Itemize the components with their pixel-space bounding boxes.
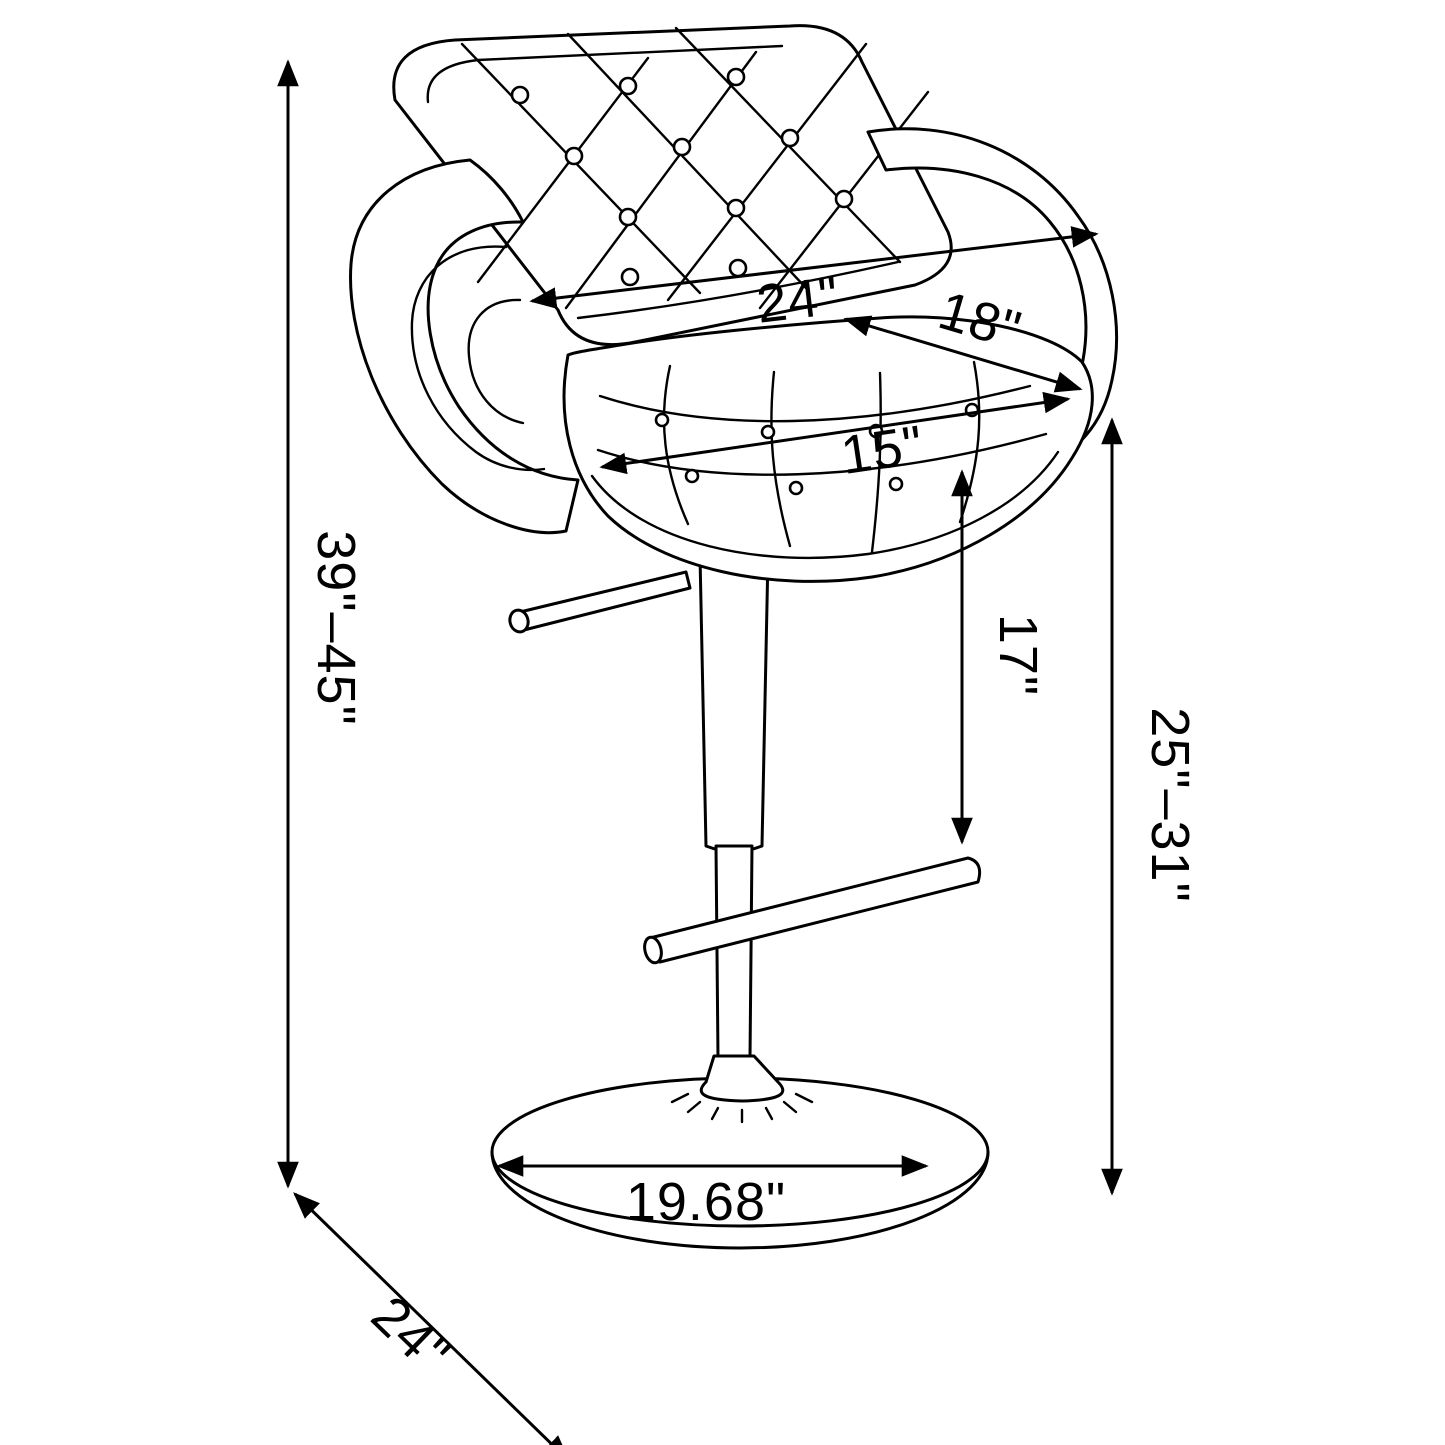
dim-label-seat-to-footrest: 17" <box>988 614 1048 696</box>
left-armrest <box>349 158 580 535</box>
dimension-seat-to-footrest: 17" <box>951 469 1048 845</box>
dim-label-base-diameter: 19.68" <box>626 1172 786 1232</box>
dimension-seat-width: 15" <box>599 391 1071 486</box>
pedestal-column <box>698 551 770 1060</box>
column-foot-flare <box>699 1054 785 1103</box>
column-lower <box>714 844 754 1060</box>
dim-label-seat-width: 15" <box>837 414 927 485</box>
footrest-end-cap <box>643 935 663 965</box>
base-hatch-marks <box>670 1092 814 1124</box>
dim-arrow-seat-depth <box>843 315 1083 393</box>
dimension-overall-depth: 24" <box>293 1192 570 1445</box>
seat-rim <box>590 450 1060 560</box>
column-upper <box>698 551 770 853</box>
dim-label-overall-height: 39"–45" <box>306 530 366 726</box>
dim-label-seat-height: 25"–31" <box>1140 707 1200 903</box>
lever-bar <box>518 570 692 632</box>
footrest-bar <box>646 856 982 964</box>
footrest <box>643 856 982 965</box>
dim-arrow-back-width <box>529 226 1099 309</box>
lever-tip <box>508 608 530 634</box>
dimension-back-width: 24" <box>529 226 1099 335</box>
seat-outline <box>562 315 1094 583</box>
dim-arrow-overall-depth <box>293 1192 570 1445</box>
dim-label-back-width: 24" <box>754 266 843 335</box>
left-armrest-outline <box>349 158 580 535</box>
seat <box>562 315 1094 583</box>
dimension-overall-height: 39"–45" <box>277 59 366 1189</box>
gas-lift-lever <box>508 570 692 634</box>
dim-arrow-seat-width <box>599 391 1071 475</box>
dimension-seat-height: 25"–31" <box>1101 417 1200 1196</box>
dim-label-overall-depth: 24" <box>360 1285 461 1385</box>
dimension-base-diameter: 19.68" <box>496 1155 929 1232</box>
left-armrest-opening <box>467 298 525 425</box>
left-armrest-inner-curve <box>410 245 546 472</box>
